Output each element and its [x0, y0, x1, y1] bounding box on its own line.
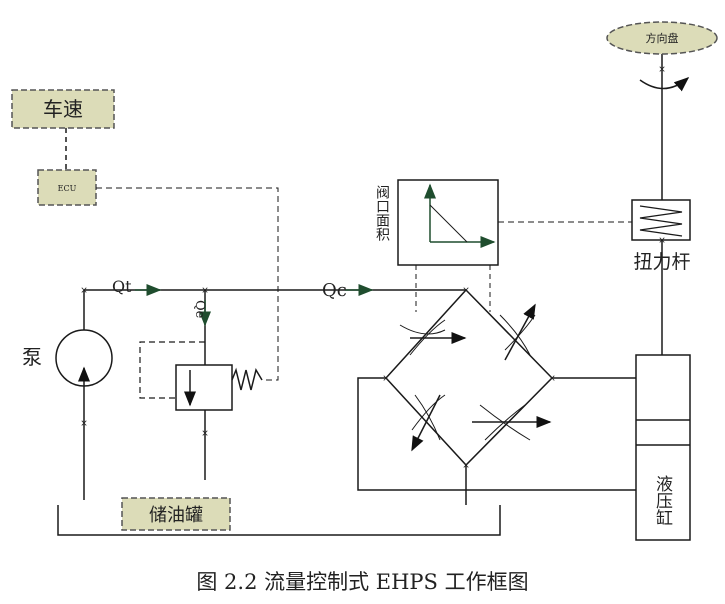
- figure-caption: 图 2.2 流量控制式 EHPS 工作框图: [196, 570, 529, 594]
- rotation-arrow: [639, 77, 690, 92]
- ecu-label: ECU: [58, 184, 77, 193]
- steering-wheel-label: 方向盘: [646, 31, 679, 45]
- pump-label: 泵: [22, 345, 42, 369]
- qc-label: Qc: [322, 280, 347, 301]
- svg-text:×: ×: [382, 374, 390, 384]
- tank-label: 储油罐: [149, 505, 203, 526]
- svg-text:×: ×: [201, 286, 209, 296]
- torsion-bar-box: [631, 199, 691, 241]
- svg-text:×: ×: [462, 461, 470, 471]
- valve-area-label: 阀口面积: [374, 185, 390, 241]
- bypass-valve: [175, 364, 233, 411]
- qt-label: Qt: [112, 277, 132, 296]
- svg-text:×: ×: [658, 236, 666, 246]
- qe-label: Qe: [192, 300, 207, 319]
- svg-text:×: ×: [201, 429, 209, 439]
- svg-text:×: ×: [462, 286, 470, 296]
- spring-symbol: [231, 367, 263, 391]
- steering-wheel-ellipse: [606, 21, 718, 55]
- vehicle-speed-box: [11, 89, 115, 129]
- ecu-signal-line: [96, 187, 279, 381]
- cylinder-label: 液压缸: [652, 475, 673, 526]
- torsion-bar-label: 扭力杆: [633, 251, 690, 273]
- tank-box: [121, 497, 231, 531]
- svg-text:×: ×: [658, 65, 666, 75]
- svg-text:×: ×: [548, 374, 556, 384]
- svg-text:×: ×: [80, 419, 88, 429]
- ecu-box: [37, 169, 97, 206]
- vehicle-speed-label: 车速: [43, 97, 83, 121]
- svg-text:×: ×: [80, 286, 88, 296]
- hydraulic-cylinder: [635, 354, 691, 541]
